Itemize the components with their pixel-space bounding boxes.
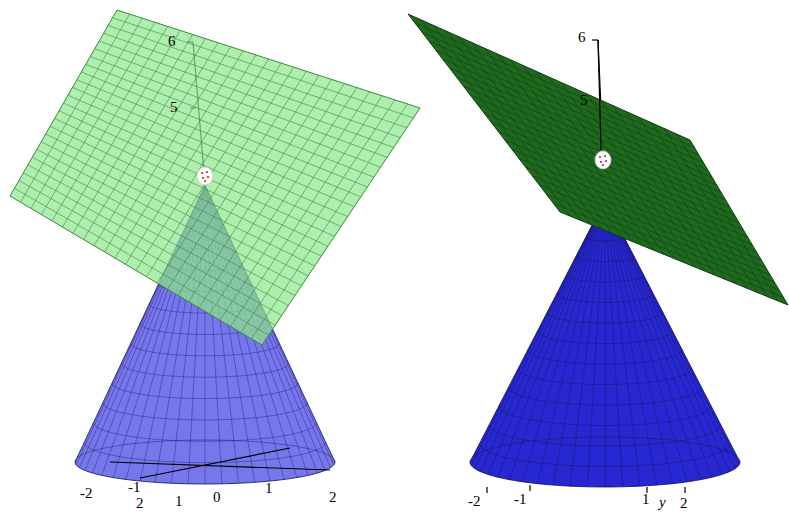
tangent-point-dot — [602, 164, 604, 166]
tangent-plane — [10, 10, 420, 345]
plane-grid-line — [505, 140, 753, 245]
axis-tick-label: -2 — [80, 486, 93, 501]
plane-grid-line — [677, 134, 777, 301]
plane-grid-line — [600, 100, 715, 276]
axis-tick-label: -2 — [468, 494, 481, 509]
plane-grid-line — [519, 158, 762, 260]
plane-grid-line — [19, 181, 275, 326]
plane-grid-line — [14, 188, 268, 335]
cone-mesh-line — [528, 350, 682, 364]
axis-tick-label: 6 — [168, 34, 176, 49]
axis-tick-label: 2 — [680, 496, 688, 511]
axis-tick-label: 5 — [580, 93, 588, 108]
plane-grid-line — [664, 129, 767, 297]
right-plot — [408, 14, 788, 493]
cone-mesh-line — [112, 383, 298, 399]
cone-mesh-line — [576, 256, 634, 261]
cone-mesh-line — [84, 442, 325, 462]
tangent-point-dot — [600, 161, 602, 163]
tangent-point-dot — [604, 155, 606, 157]
plane-grid-line — [512, 149, 757, 253]
cone-mesh-line — [121, 363, 288, 377]
plane-grid-line — [613, 106, 726, 280]
tangent-point-dot — [599, 156, 601, 158]
plane-grid-line — [546, 194, 779, 290]
axis-line — [110, 462, 330, 470]
cone-mesh-line — [566, 275, 643, 282]
plane-grid-line — [59, 111, 334, 237]
cone-mesh-line — [480, 443, 731, 466]
plane-grid-line — [210, 88, 357, 314]
cone-mesh-line — [518, 368, 692, 384]
axis-line — [684, 487, 685, 493]
plane-grid-line — [147, 63, 282, 277]
tangent-point-dot — [201, 172, 203, 174]
cone-mesh-line — [547, 312, 663, 323]
axis-tick-label: -1 — [514, 492, 527, 507]
axis-line — [529, 485, 530, 491]
plane-grid-line — [46, 134, 315, 266]
cone-mesh-line — [586, 237, 625, 241]
plane-grid-line — [50, 126, 321, 256]
axis-tick-label: 2 — [136, 496, 144, 511]
axis-tick-label: -1 — [128, 480, 141, 495]
plane-grid-line — [539, 185, 774, 283]
plane-grid-line — [241, 100, 395, 333]
axis-tick-label: 1 — [642, 492, 650, 507]
cone-mesh-line — [94, 422, 317, 441]
plane-grid-line — [525, 167, 765, 268]
plane-grid-line — [28, 165, 289, 306]
axis-line — [486, 487, 487, 493]
left-plot — [10, 10, 420, 484]
plane-grid-line — [189, 79, 332, 301]
plane-grid-line — [562, 83, 685, 263]
cone-mesh-line — [557, 294, 653, 303]
tangent-point-dot — [202, 177, 204, 179]
plane-grid-line — [55, 119, 328, 247]
plane-grid-line — [168, 71, 307, 289]
axis-line — [140, 448, 290, 478]
plane-grid-line — [652, 123, 757, 293]
axis-tick-label: 1 — [175, 494, 183, 509]
axis-tick-label: 6 — [578, 30, 586, 45]
axis-line — [598, 40, 601, 150]
plane-grid-line — [32, 157, 295, 295]
axis-tick-label: y — [659, 495, 666, 510]
plane-grid-line — [64, 103, 342, 227]
plane-grid-line — [41, 142, 308, 276]
plane-grid-line — [491, 122, 744, 230]
plane-grid-line — [484, 113, 739, 223]
tangent-point — [595, 151, 611, 169]
cone-mesh-line — [103, 403, 307, 420]
axis-tick-label: 5 — [170, 100, 178, 115]
plane-grid-line — [477, 104, 734, 215]
cone-mesh-line — [131, 343, 280, 356]
plane-grid-line — [23, 173, 281, 316]
plane-grid-line — [252, 104, 408, 339]
plane-grid-line — [178, 75, 319, 295]
plane-grid-line — [231, 96, 383, 327]
plane-grid-line — [199, 84, 344, 308]
axis-tick-label: 2 — [329, 490, 337, 505]
plane-grid-line — [532, 176, 770, 275]
plane-grid-line — [220, 92, 370, 321]
cone-mesh-line — [538, 331, 673, 344]
axis-tick-label: 0 — [213, 490, 221, 505]
plane-grid-line — [157, 67, 294, 283]
tangent-point-dot — [204, 180, 206, 182]
cone-mesh-line — [509, 387, 702, 405]
tangent-point — [197, 167, 213, 185]
tangent-point-dot — [605, 160, 607, 162]
plane-grid-line — [553, 203, 783, 298]
cone-mesh-line — [489, 425, 720, 446]
plane-grid-line — [626, 111, 736, 284]
tangent-point-dot — [207, 176, 209, 178]
axis-tick-label: 1 — [265, 481, 273, 496]
axis-line — [592, 39, 598, 40]
tangent-plane — [408, 14, 788, 305]
cone-mesh-line — [499, 406, 711, 426]
plane-grid-line — [639, 117, 747, 288]
tangent-point-dot — [206, 171, 208, 173]
